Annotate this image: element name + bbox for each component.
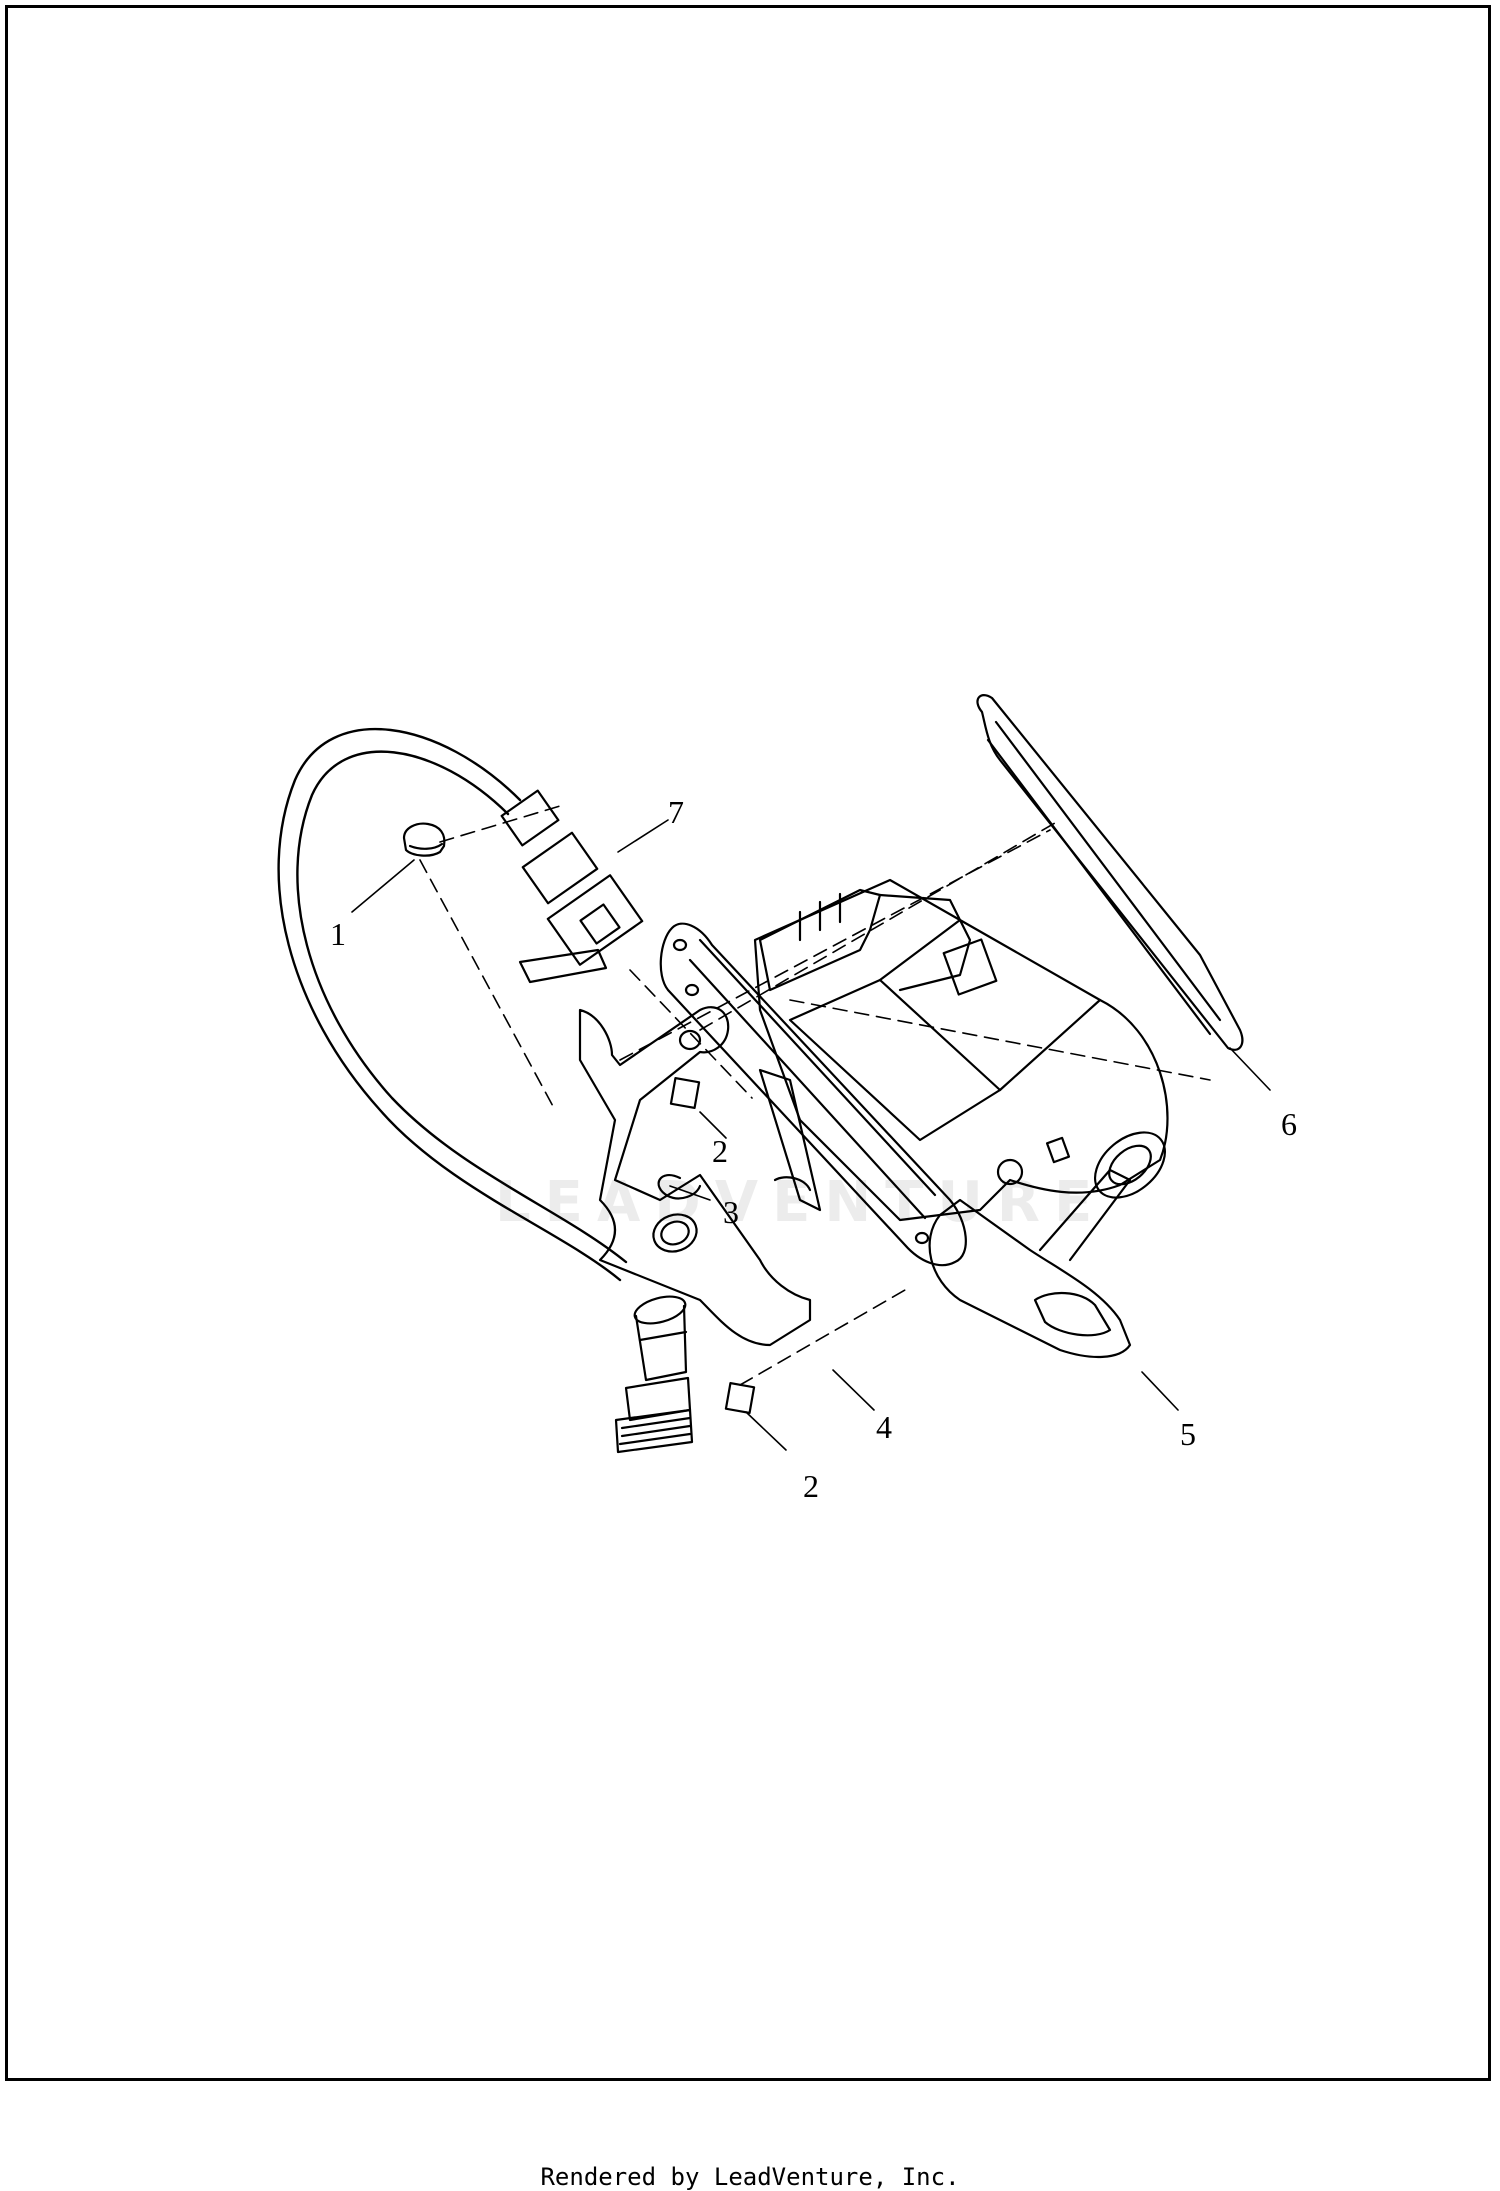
callout-4: 4 (876, 1409, 892, 1445)
mounting-bracket (578, 1006, 812, 1347)
assembly-leader-lines (419, 805, 1211, 1386)
fuel-pump-module (753, 878, 1169, 1359)
fuel-hose (277, 727, 628, 1282)
pump-flange (659, 922, 967, 1267)
hose-connector (500, 789, 644, 984)
outlet-fitting (614, 1295, 694, 1454)
callout-2-lower: 2 (803, 1468, 819, 1504)
nut-upper (669, 1077, 701, 1109)
callout-6: 6 (1281, 1106, 1297, 1142)
watermark-text: LEADVENTURE (495, 1170, 1107, 1235)
flange-gasket (976, 694, 1244, 1051)
diagram-frame (5, 5, 1491, 2081)
callout-2-upper: 2 (712, 1133, 728, 1169)
rubber-grommet (402, 822, 446, 857)
callout-3: 3 (723, 1194, 739, 1230)
callout-5: 5 (1180, 1416, 1196, 1452)
callout-7: 7 (668, 794, 684, 830)
retaining-clip (657, 1174, 702, 1200)
render-credit: Rendered by LeadVenture, Inc. (540, 2163, 960, 2191)
callout-1: 1 (330, 916, 346, 952)
nut-lower (724, 1382, 756, 1414)
callout-leaders (351, 819, 1271, 1451)
